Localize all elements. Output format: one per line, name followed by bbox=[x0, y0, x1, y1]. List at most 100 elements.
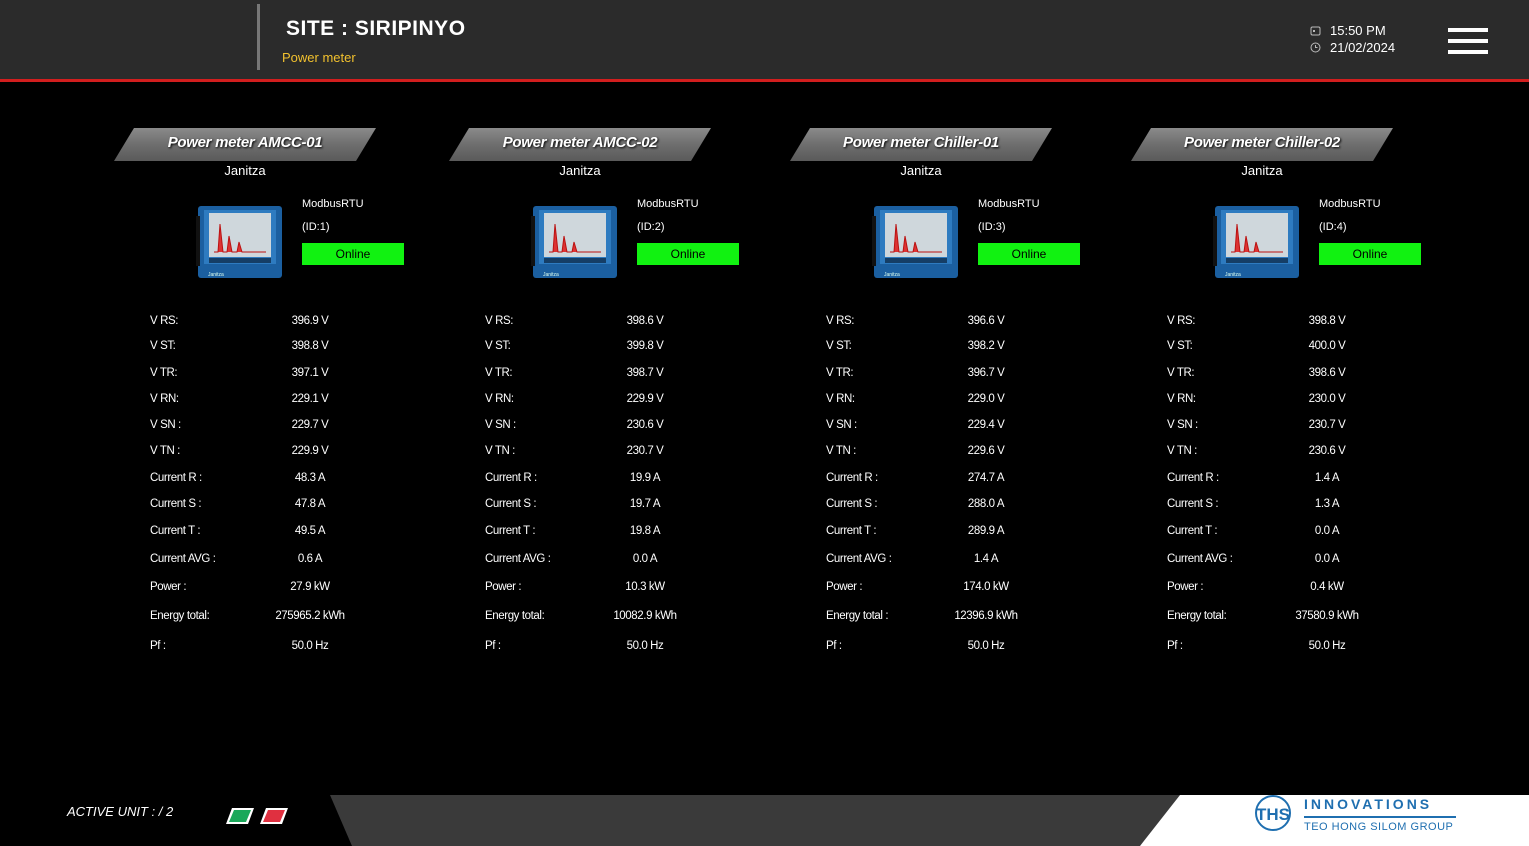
svg-text:THS: THS bbox=[1256, 805, 1290, 824]
reading-label: Energy total : bbox=[826, 610, 889, 622]
calendar-icon bbox=[1309, 24, 1322, 37]
status-badge: Online bbox=[978, 243, 1080, 265]
reading-label: V RS: bbox=[1167, 315, 1196, 327]
reading-label: V TR: bbox=[150, 367, 178, 379]
reading-value: 19.7 A bbox=[629, 498, 661, 510]
meter-name: Power meter Chiller-02 bbox=[1184, 134, 1340, 151]
page-subtitle: Power meter bbox=[282, 50, 356, 65]
reading-label: V RS: bbox=[485, 315, 514, 327]
power-meter-device-icon: Janitza bbox=[196, 206, 282, 278]
reading-value: 50.0 Hz bbox=[967, 640, 1005, 652]
reading-label: V TR: bbox=[1167, 367, 1195, 379]
status-badge: Online bbox=[637, 243, 739, 265]
reading-label: Pf : bbox=[150, 640, 166, 652]
reading-label: Current S : bbox=[826, 498, 878, 510]
reading-label: Power : bbox=[150, 581, 187, 593]
meter-title-banner: Power meter Chiller-02 bbox=[1131, 128, 1393, 161]
reading-label: Power : bbox=[485, 581, 522, 593]
reading-value: 399.8 V bbox=[626, 340, 664, 352]
reading-value: 10.3 kW bbox=[625, 581, 665, 593]
reading-value: 397.1 V bbox=[291, 367, 329, 379]
reading-label: V ST: bbox=[485, 340, 511, 352]
reading-value: 174.0 kW bbox=[963, 581, 1009, 593]
reading-value: 27.9 kW bbox=[290, 581, 330, 593]
site-title: SITE : SIRIPINYO bbox=[286, 17, 466, 40]
date-text: 21/02/2024 bbox=[1330, 40, 1396, 55]
reading-value: 19.8 A bbox=[629, 525, 661, 537]
reading-label: Current R : bbox=[826, 472, 878, 484]
reading-label: V RS: bbox=[150, 315, 179, 327]
reading-value: 288.0 A bbox=[967, 498, 1005, 510]
reading-label: Energy total: bbox=[1167, 610, 1227, 622]
meter-id: (ID:1) bbox=[302, 221, 330, 233]
meter-brand: Janitza bbox=[900, 163, 942, 178]
reading-value: 230.7 V bbox=[1308, 419, 1346, 431]
reading-value: 50.0 Hz bbox=[291, 640, 329, 652]
reading-value: 10082.9 kWh bbox=[613, 610, 677, 622]
reading-label: Current T : bbox=[1167, 525, 1218, 537]
reading-value: 229.7 V bbox=[291, 419, 329, 431]
reading-value: 50.0 Hz bbox=[1308, 640, 1346, 652]
reading-value: 229.0 V bbox=[967, 393, 1005, 405]
reading-value: 398.7 V bbox=[626, 367, 664, 379]
reading-label: V SN : bbox=[1167, 419, 1198, 431]
reading-label: Current S : bbox=[485, 498, 537, 510]
meter-protocol: ModbusRTU bbox=[1319, 198, 1381, 210]
meter-id: (ID:4) bbox=[1319, 221, 1347, 233]
meter-name: Power meter Chiller-01 bbox=[843, 134, 999, 151]
reading-value: 0.0 A bbox=[632, 553, 658, 565]
reading-label: Power : bbox=[1167, 581, 1204, 593]
reading-label: V TN : bbox=[1167, 445, 1197, 457]
reading-label: V RS: bbox=[826, 315, 855, 327]
reading-value: 0.0 A bbox=[1314, 525, 1340, 537]
reading-label: Current S : bbox=[150, 498, 202, 510]
reading-value: 12396.9 kWh bbox=[954, 610, 1018, 622]
reading-value: 398.2 V bbox=[967, 340, 1005, 352]
clock-icon bbox=[1309, 41, 1322, 54]
reading-value: 1.4 A bbox=[1314, 472, 1340, 484]
reading-label: V ST: bbox=[826, 340, 852, 352]
hamburger-menu-icon[interactable] bbox=[1448, 28, 1488, 54]
svg-text:Janitza: Janitza bbox=[884, 272, 900, 278]
reading-label: V RN: bbox=[485, 393, 514, 405]
reading-label: Current R : bbox=[150, 472, 202, 484]
logo-background bbox=[1140, 795, 1529, 846]
reading-value: 230.6 V bbox=[1308, 445, 1346, 457]
reading-label: V RN: bbox=[826, 393, 855, 405]
reading-label: Current AVG : bbox=[1167, 553, 1233, 565]
reading-label: Pf : bbox=[826, 640, 842, 652]
svg-text:Janitza: Janitza bbox=[1225, 272, 1241, 278]
top-header: SITE : SIRIPINYO Power meter 15:50 PM 21… bbox=[0, 0, 1529, 82]
meter-id: (ID:3) bbox=[978, 221, 1006, 233]
reading-value: 274.7 A bbox=[967, 472, 1005, 484]
reading-label: V SN : bbox=[485, 419, 516, 431]
reading-label: V TN : bbox=[485, 445, 515, 457]
reading-value: 229.9 V bbox=[291, 445, 329, 457]
reading-label: V ST: bbox=[150, 340, 176, 352]
power-meter-device-icon: Janitza bbox=[872, 206, 958, 278]
reading-value: 396.7 V bbox=[967, 367, 1005, 379]
reading-value: 19.9 A bbox=[629, 472, 661, 484]
reading-label: V SN : bbox=[150, 419, 181, 431]
power-meter-device-icon: Janitza bbox=[531, 206, 617, 278]
reading-label: V ST: bbox=[1167, 340, 1193, 352]
meter-brand: Janitza bbox=[224, 163, 266, 178]
reading-value: 396.6 V bbox=[967, 315, 1005, 327]
reading-label: Pf : bbox=[1167, 640, 1183, 652]
meter-title-banner: Power meter AMCC-02 bbox=[449, 128, 711, 161]
meter-protocol: ModbusRTU bbox=[978, 198, 1040, 210]
power-meter-device-icon: Janitza bbox=[1213, 206, 1299, 278]
header-divider bbox=[257, 4, 260, 70]
reading-label: V TN : bbox=[826, 445, 856, 457]
meter-id: (ID:2) bbox=[637, 221, 665, 233]
reading-label: V TN : bbox=[150, 445, 180, 457]
meter-name: Power meter AMCC-01 bbox=[167, 134, 323, 151]
meter-protocol: ModbusRTU bbox=[637, 198, 699, 210]
reading-label: Energy total: bbox=[485, 610, 545, 622]
reading-label: Current R : bbox=[485, 472, 537, 484]
ths-logo-icon: THS bbox=[1255, 795, 1291, 831]
reading-value: 289.9 A bbox=[967, 525, 1005, 537]
reading-label: Current AVG : bbox=[485, 553, 551, 565]
